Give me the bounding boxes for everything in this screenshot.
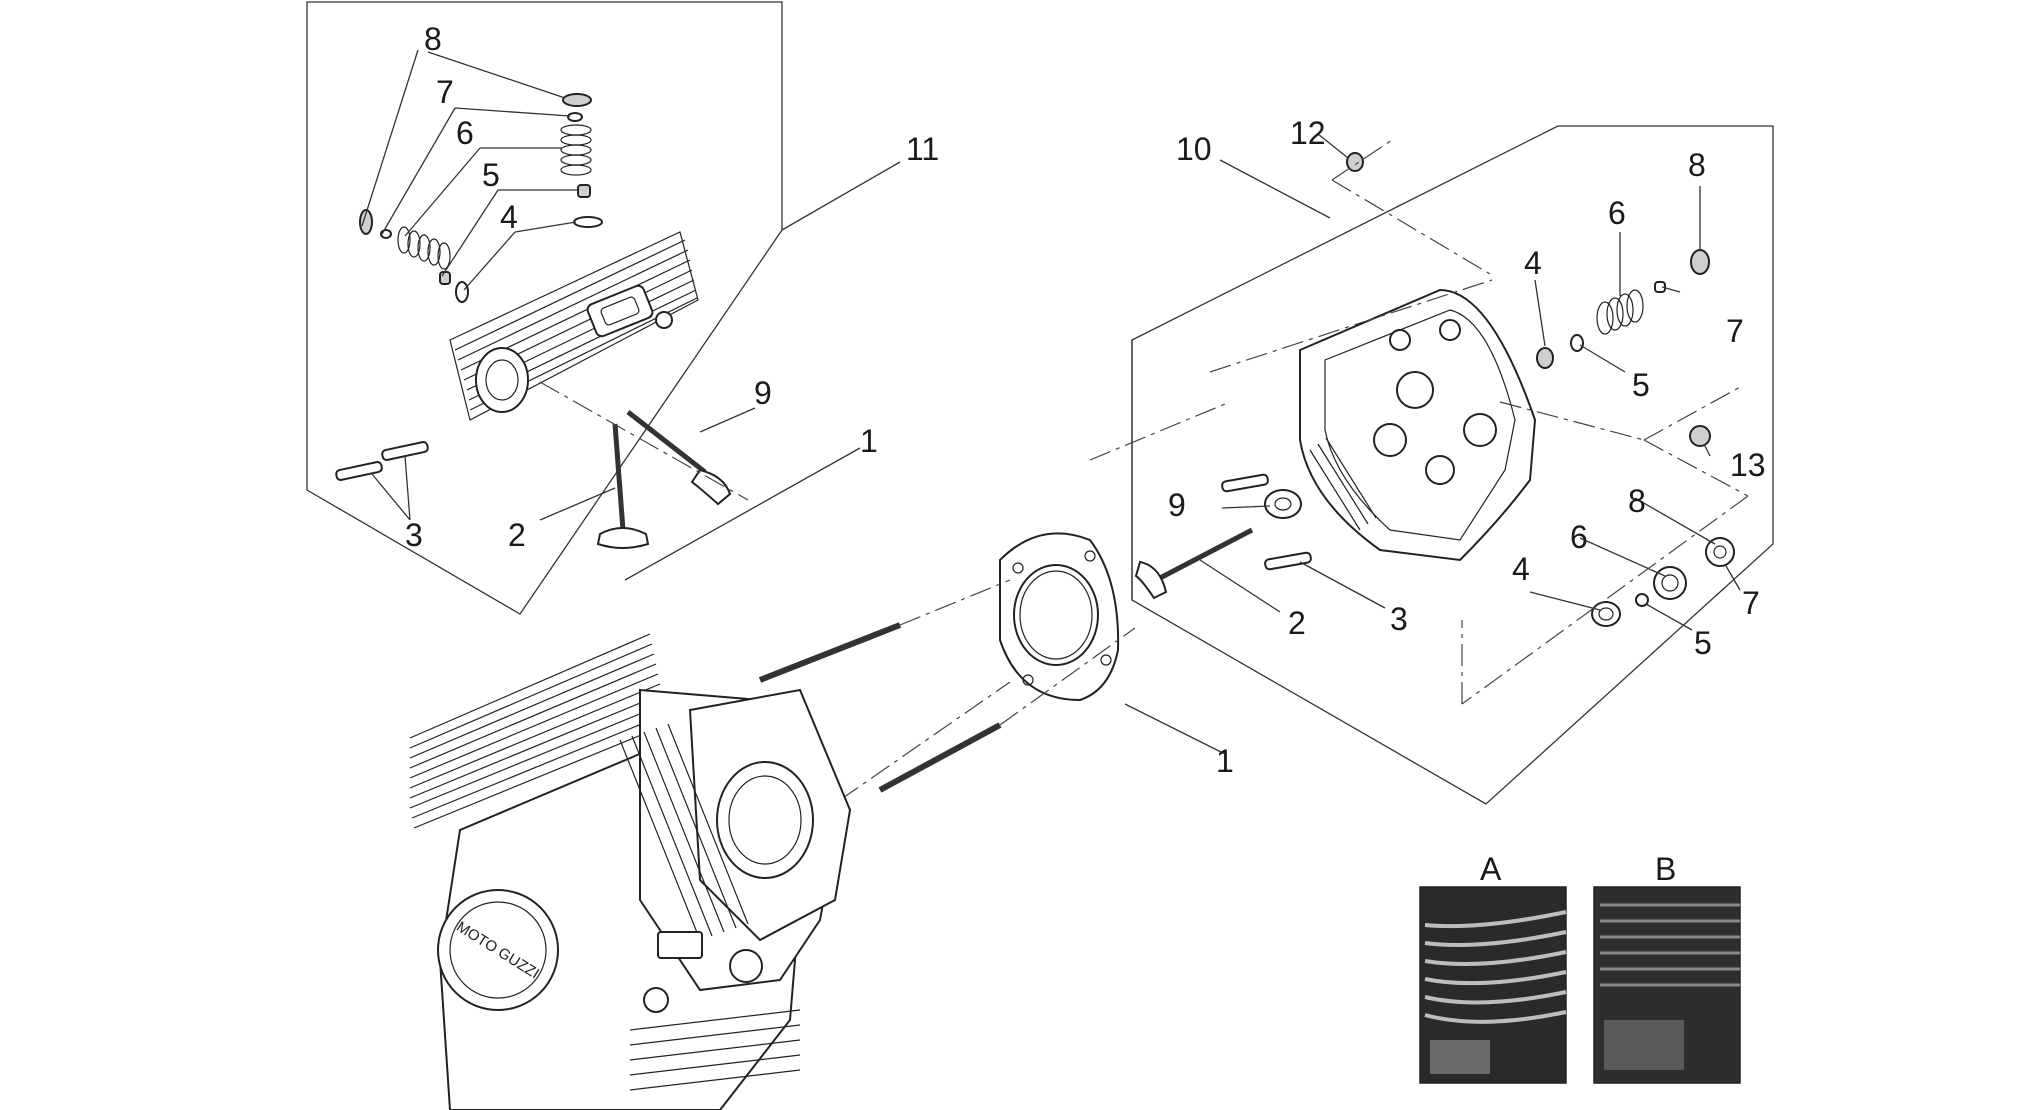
callout-right-6-bottom: 6 [1570, 519, 1588, 555]
studs [758, 403, 1226, 801]
callout-right-6-top: 6 [1608, 195, 1626, 231]
right-valve-parts [1134, 152, 1735, 627]
left-kit-box [306, 1, 783, 615]
left-callout-labels: 8 7 6 5 4 11 9 1 3 2 [405, 21, 939, 553]
left-pins [335, 441, 429, 481]
callout-right-5-bottom: 5 [1694, 625, 1712, 661]
right-cylinder-fins [619, 723, 749, 941]
callout-left-6: 6 [456, 115, 474, 151]
callout-left-5: 5 [482, 157, 500, 193]
callout-right-8-top: 8 [1688, 147, 1706, 183]
callout-left-2: 2 [508, 517, 526, 553]
callout-left-3: 3 [405, 517, 423, 553]
callout-right-10: 10 [1176, 131, 1212, 167]
right-guides [1209, 139, 1749, 705]
photo-a-label: A [1480, 851, 1502, 887]
callout-right-2: 2 [1288, 605, 1306, 641]
right-callout-labels: 12 10 8 6 4 7 5 13 9 8 6 4 2 3 7 5 [1168, 115, 1766, 661]
left-cylinder-fins [409, 633, 669, 829]
engine-block: MOTO GUZZI [409, 633, 852, 1110]
callout-right-4-bottom: 4 [1512, 551, 1530, 587]
left-cylinder-head [449, 231, 699, 421]
right-leaders [1124, 133, 1741, 755]
callout-right-8-bottom: 8 [1628, 483, 1646, 519]
right-cylinder-head [1299, 288, 1537, 562]
callout-right-7-top: 7 [1726, 313, 1744, 349]
right-kit-box [1131, 125, 1774, 805]
left-valve [596, 410, 732, 549]
photo-a [1419, 886, 1567, 1084]
callout-gasket-1: 1 [1216, 743, 1234, 779]
photo-b-label: B [1655, 851, 1676, 887]
head-gasket [999, 532, 1120, 702]
callout-left-11: 11 [906, 131, 939, 167]
callout-right-7-bottom: 7 [1742, 585, 1760, 621]
callout-left-1: 1 [860, 423, 878, 459]
callout-right-13: 13 [1730, 447, 1766, 483]
callout-right-5-top: 5 [1632, 367, 1650, 403]
callout-right-3: 3 [1390, 601, 1408, 637]
callout-left-7: 7 [436, 74, 454, 110]
photo-b [1593, 886, 1741, 1084]
callout-right-4-top: 4 [1524, 245, 1542, 281]
callout-left-4: 4 [500, 199, 518, 235]
callout-right-12: 12 [1290, 115, 1326, 151]
callout-left-8: 8 [424, 21, 442, 57]
left-leaders [361, 49, 901, 581]
callout-left-9: 9 [754, 375, 772, 411]
callout-right-9: 9 [1168, 487, 1186, 523]
